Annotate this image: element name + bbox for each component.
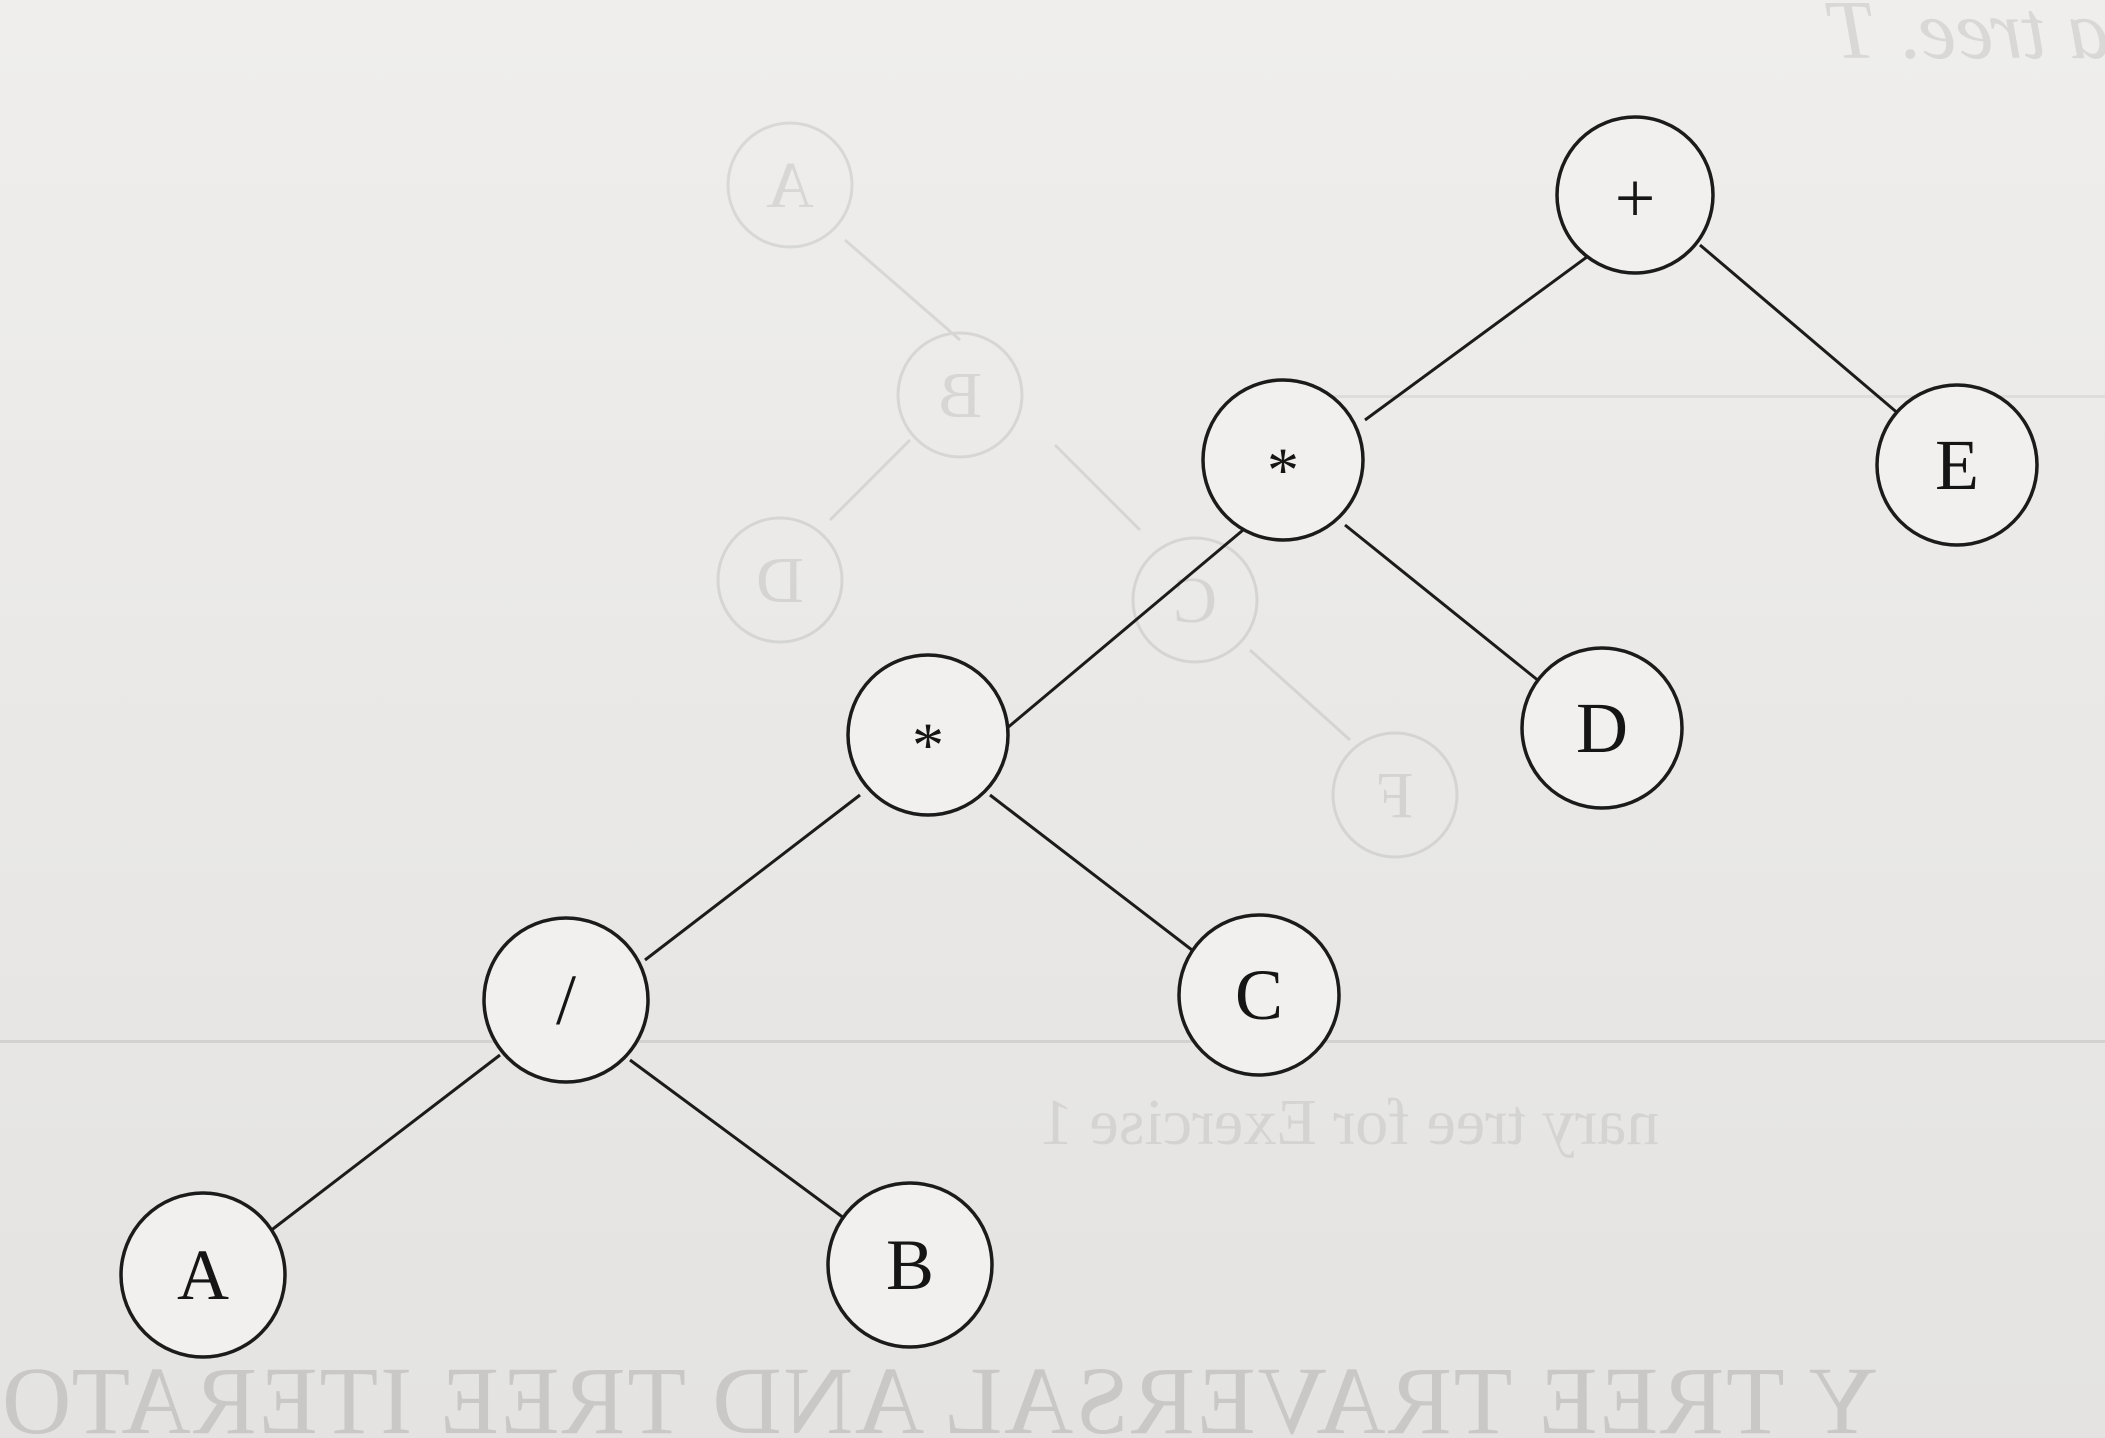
edge-mult-lower-to-c — [989, 793, 1206, 962]
tree-node-plus: + — [1555, 115, 1715, 275]
tree-node-a: A — [119, 1191, 287, 1359]
tree-node-multiply-upper: * — [1201, 378, 1365, 542]
node-label-d: D — [1576, 688, 1628, 768]
node-circle — [1520, 646, 1684, 810]
ghost-edge — [844, 238, 961, 342]
ghost-node-label: D — [756, 544, 804, 617]
ghost-edge — [828, 438, 912, 522]
node-label-a: A — [177, 1235, 229, 1315]
ghost-node-label: B — [938, 359, 982, 432]
node-circle — [119, 1191, 287, 1359]
node-circle — [1555, 115, 1715, 275]
node-label-b: B — [886, 1225, 934, 1305]
node-circle — [826, 1181, 994, 1349]
node-label-multiply: * — [912, 710, 944, 781]
tree-node-multiply-lower: * — [846, 653, 1010, 817]
tree-node-divide: / — [482, 916, 650, 1084]
node-circle — [1177, 913, 1341, 1077]
show-through-rule — [0, 1040, 2105, 1043]
node-circle — [846, 653, 1010, 817]
ghost-node — [726, 121, 854, 249]
ghost-edge — [1248, 648, 1352, 742]
node-circle — [1201, 378, 1365, 542]
edge-divide-to-a — [264, 1053, 501, 1237]
tree-node-d: D — [1520, 646, 1684, 810]
ghost-node-label: A — [766, 149, 814, 222]
tree-node-b: B — [826, 1181, 994, 1349]
node-circle — [1875, 383, 2039, 547]
node-label-divide: / — [556, 960, 576, 1040]
tree-node-c: C — [1177, 913, 1341, 1077]
tree-edges — [264, 238, 1901, 1237]
ghost-node — [896, 331, 1024, 459]
show-through-rule-upper — [1290, 395, 2105, 398]
edge-mult-upper-to-mult-lower — [974, 518, 1256, 757]
node-circle — [482, 916, 650, 1084]
tree-node-e: E — [1875, 383, 2039, 547]
ghost-node-label: C — [1173, 564, 1217, 637]
ghost-labels: A B D C F — [756, 149, 1413, 832]
ghost-node — [716, 516, 844, 644]
edge-plus-to-e — [1699, 243, 1901, 417]
node-label-c: C — [1235, 955, 1283, 1035]
ghost-node — [1331, 731, 1459, 859]
ghost-node — [1131, 536, 1259, 664]
ghost-tree — [716, 121, 1459, 859]
ghost-edge — [1053, 443, 1142, 532]
node-label-e: E — [1935, 425, 1979, 505]
ghost-node-label: F — [1377, 759, 1414, 832]
node-label-plus: + — [1615, 158, 1656, 238]
edge-mult-lower-to-divide — [644, 793, 861, 962]
edge-divide-to-b — [629, 1058, 861, 1232]
edge-plus-to-mult-upper — [1364, 238, 1611, 422]
node-label-multiply: * — [1267, 435, 1299, 506]
edge-mult-upper-to-d — [1344, 523, 1551, 692]
